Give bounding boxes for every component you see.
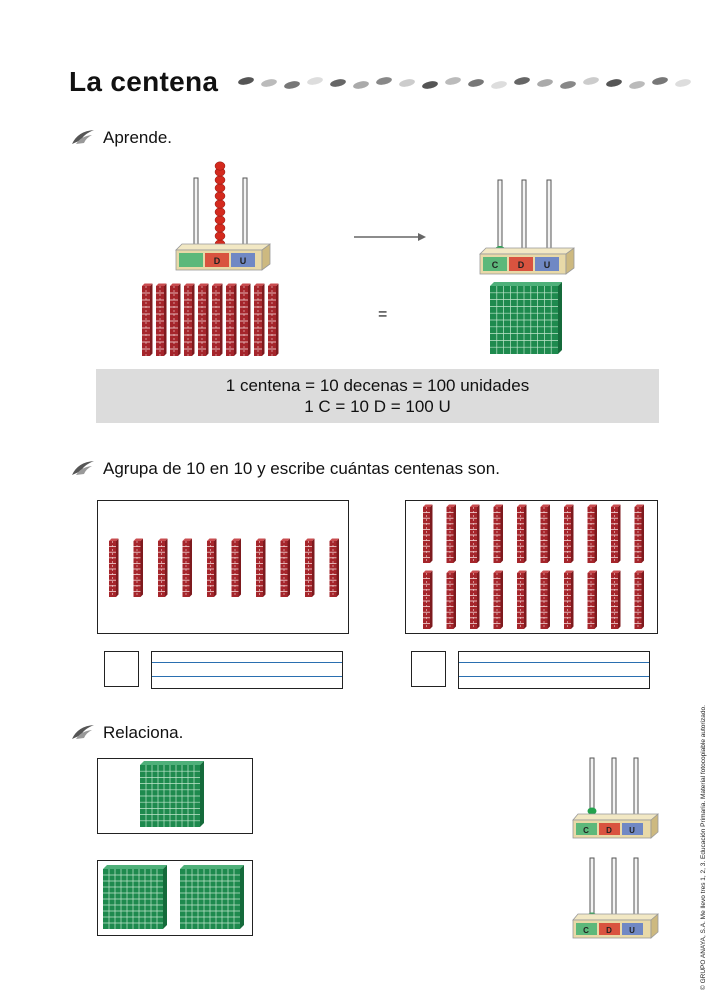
- swoosh-icon: [72, 461, 94, 475]
- tens-rod: [564, 504, 574, 563]
- tens-rod: [329, 538, 339, 597]
- tens-rod: [564, 570, 574, 629]
- tens-rod: [231, 538, 241, 597]
- tens-rod: [207, 538, 217, 597]
- tens-rod: [587, 504, 597, 563]
- title-decoration: [238, 77, 691, 89]
- tens-rod: [170, 283, 181, 356]
- tens-rod: [305, 538, 315, 597]
- abacus-match-2[interactable]: C D U: [570, 856, 662, 944]
- section-label-relaciona: Relaciona.: [103, 723, 184, 742]
- copyright-notice: © GRUPO ANAYA, S.A. Me llevo tres 1, 2, …: [700, 705, 707, 990]
- tens-rod: [470, 570, 480, 629]
- svg-text:C: C: [492, 260, 499, 270]
- tens-rods-group: [142, 283, 279, 356]
- tens-rod: [182, 538, 192, 597]
- rods-left: [109, 538, 339, 597]
- tens-rod: [240, 283, 251, 356]
- hundred-flat: [103, 865, 167, 929]
- svg-text:D: D: [518, 260, 525, 270]
- abacus-right: C D U: [479, 179, 575, 275]
- svg-text:D: D: [606, 826, 612, 835]
- tens-beads: [214, 161, 226, 249]
- svg-text:U: U: [240, 256, 247, 266]
- hundred-flat: [180, 865, 244, 929]
- writing-lines-left[interactable]: [151, 651, 343, 689]
- tens-rod: [158, 538, 168, 597]
- tens-rod: [109, 538, 119, 597]
- tens-rod: [634, 570, 644, 629]
- tens-rod: [540, 570, 550, 629]
- rods-right: [423, 504, 644, 629]
- swoosh-icon: [72, 130, 94, 144]
- tens-rod: [517, 504, 527, 563]
- tens-rod: [423, 504, 433, 563]
- tens-rod: [280, 538, 290, 597]
- tens-rod: [226, 283, 237, 356]
- tens-rod: [493, 504, 503, 563]
- tens-rod: [256, 538, 266, 597]
- tens-rod: [198, 283, 209, 356]
- svg-text:C: C: [583, 926, 589, 935]
- equal-sign: =: [378, 306, 388, 323]
- svg-text:U: U: [629, 826, 635, 835]
- tens-rod: [611, 570, 621, 629]
- hundred-flat: [490, 282, 562, 354]
- hundred-flat: [140, 761, 204, 827]
- page-title: La centena: [69, 66, 219, 97]
- summary-line-1: 1 centena = 10 decenas = 100 unidades: [225, 376, 530, 395]
- svg-text:D: D: [606, 926, 612, 935]
- hundred-flat: [140, 761, 204, 827]
- svg-text:U: U: [629, 926, 635, 935]
- tens-rod: [517, 570, 527, 629]
- tens-rod: [184, 283, 195, 356]
- tens-rod: [142, 283, 153, 356]
- answer-box-left[interactable]: [104, 651, 139, 687]
- abacus-left: D U: [175, 161, 271, 271]
- tens-rod: [156, 283, 167, 356]
- swoosh-icon: [72, 725, 94, 739]
- tens-rod: [540, 504, 550, 563]
- rods-box-right: [405, 500, 658, 634]
- two-hundred-flats: [103, 865, 244, 929]
- writing-lines-right[interactable]: [458, 651, 650, 689]
- hundred-flat: [490, 282, 562, 354]
- section-label-agrupa: Agrupa de 10 en 10 y escribe cuántas cen…: [103, 459, 500, 478]
- tens-rod: [493, 570, 503, 629]
- rods-box-left: [97, 500, 349, 634]
- tens-rod: [446, 504, 456, 563]
- tens-rod: [587, 570, 597, 629]
- answer-box-right[interactable]: [411, 651, 446, 687]
- tens-rod: [268, 283, 279, 356]
- svg-text:D: D: [214, 256, 221, 266]
- svg-text:U: U: [544, 260, 551, 270]
- match-box-two-hundreds[interactable]: [97, 860, 253, 936]
- tens-rod: [634, 504, 644, 563]
- tens-rod: [212, 283, 223, 356]
- tens-rod: [423, 570, 433, 629]
- tens-rod: [470, 504, 480, 563]
- tens-rod: [254, 283, 265, 356]
- summary-box: 1 centena = 10 decenas = 100 unidades 1 …: [96, 369, 659, 423]
- match-box-one-hundred[interactable]: [97, 758, 253, 834]
- arrow-icon: [354, 233, 426, 241]
- tens-rod: [611, 504, 621, 563]
- tens-rod: [133, 538, 143, 597]
- section-label-aprende: Aprende.: [103, 128, 172, 147]
- abacus-match-1[interactable]: C D U: [570, 756, 662, 844]
- tens-rod: [446, 570, 456, 629]
- summary-line-2: 1 C = 10 D = 100 U: [304, 397, 451, 416]
- svg-text:C: C: [583, 826, 589, 835]
